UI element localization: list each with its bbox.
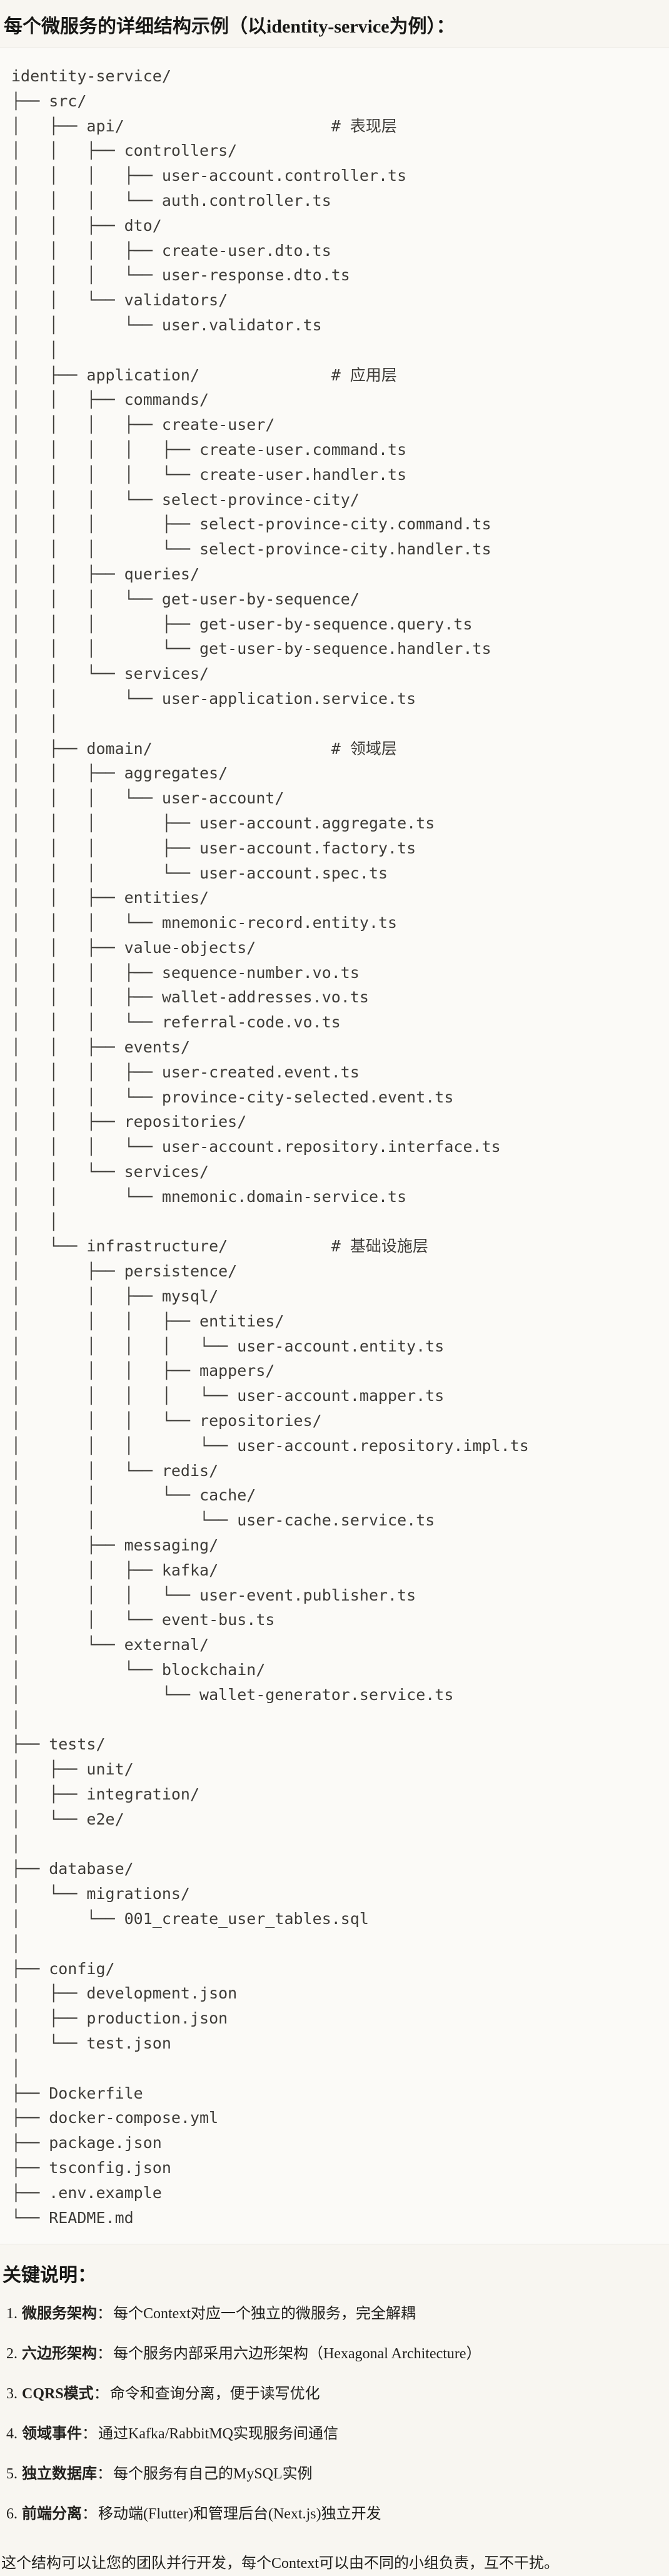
note-colon: ： <box>97 2306 112 2323</box>
note-item-2: 2.六边形架构：每个服务内部采用六边形架构（Hexagonal Architec… <box>6 2344 669 2364</box>
note-number: 4. <box>6 2426 18 2443</box>
note-text: 移动端(Flutter)和管理后台(Next.js)独立开发 <box>98 2506 381 2523</box>
note-label: CQRS模式 <box>22 2386 94 2403</box>
note-number: 5. <box>6 2466 18 2483</box>
directory-tree-code: identity-service/ ├── src/ │ ├── api/ # … <box>0 48 669 2245</box>
note-number: 1. <box>6 2306 18 2323</box>
note-colon: ： <box>82 2426 97 2443</box>
note-colon: ： <box>97 2466 112 2483</box>
note-colon: ： <box>93 2386 109 2403</box>
note-item-6: 6.前端分离：移动端(Flutter)和管理后台(Next.js)独立开发 <box>6 2505 669 2524</box>
note-item-3: 3.CQRS模式：命令和查询分离，便于读写优化 <box>6 2385 669 2404</box>
note-label: 独立数据库 <box>22 2466 97 2483</box>
footer-paragraph: 这个结构可以让您的团队并行开发，每个Context可以由不同的小组负责，互不干扰… <box>1 2555 559 2572</box>
note-colon: ： <box>82 2506 97 2523</box>
notes-list: 1.微服务架构：每个Context对应一个独立的微服务，完全解耦 2.六边形架构… <box>0 2287 669 2524</box>
page-title: 每个微服务的详细结构示例（以identity-service为例）： <box>4 16 455 37</box>
note-text: 每个服务内部采用六边形架构（Hexagonal Architecture） <box>113 2346 481 2363</box>
note-label: 微服务架构 <box>22 2306 97 2323</box>
note-number: 2. <box>6 2346 18 2363</box>
note-text: 命令和查询分离，便于读写优化 <box>109 2386 320 2403</box>
note-item-1: 1.微服务架构：每个Context对应一个独立的微服务，完全解耦 <box>6 2304 669 2324</box>
note-label: 六边形架构 <box>22 2346 97 2363</box>
note-text: 通过Kafka/RabbitMQ实现服务间通信 <box>98 2426 338 2443</box>
note-label: 领域事件 <box>22 2426 82 2443</box>
note-item-5: 5.独立数据库：每个服务有自己的MySQL实例 <box>6 2465 669 2484</box>
note-label: 前端分离 <box>22 2506 82 2523</box>
notes-heading: 关键说明： <box>3 2265 96 2286</box>
note-number: 3. <box>6 2386 18 2403</box>
note-colon: ： <box>97 2346 112 2363</box>
note-number: 6. <box>6 2506 18 2523</box>
note-item-4: 4.领域事件：通过Kafka/RabbitMQ实现服务间通信 <box>6 2425 669 2444</box>
note-text: 每个Context对应一个独立的微服务，完全解耦 <box>113 2306 416 2323</box>
note-text: 每个服务有自己的MySQL实例 <box>113 2466 313 2483</box>
